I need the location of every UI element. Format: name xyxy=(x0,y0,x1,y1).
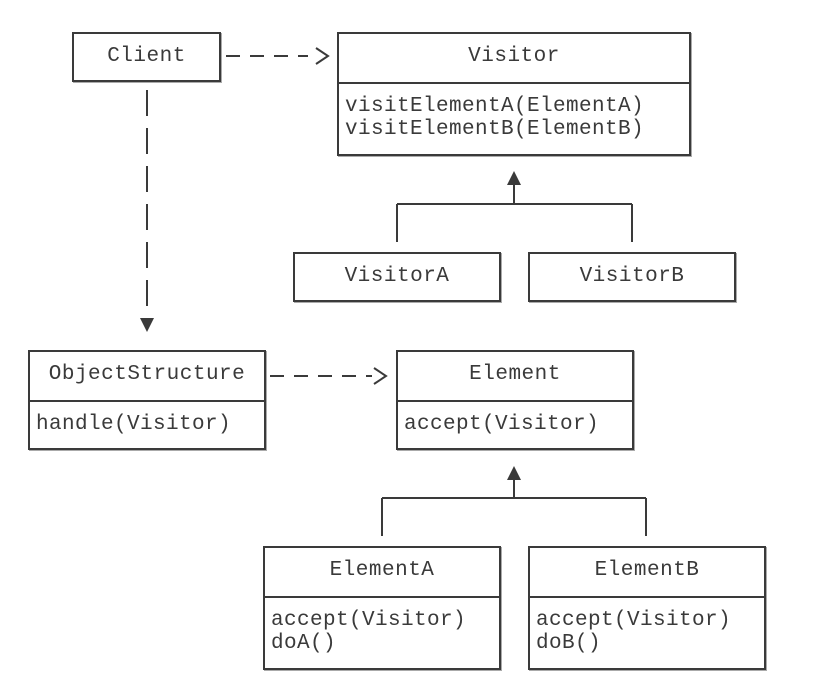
dependency-client-to-visitor xyxy=(226,47,330,65)
generalization-visitors-to-visitor xyxy=(396,171,633,242)
client-class-name: Client xyxy=(107,45,186,68)
elementb-method-dob: doB() xyxy=(536,632,602,655)
elementa-class-name: ElementA xyxy=(329,559,435,582)
elementb-methods: accept(Visitor) doB() xyxy=(530,596,764,668)
visitor-methods: visitElementA(ElementA) visitElementB(El… xyxy=(339,82,689,154)
visitora-class-box: VisitorA xyxy=(293,252,501,302)
visitorb-class-name: VisitorB xyxy=(579,265,685,288)
elementb-class-box: ElementB accept(Visitor) doB() xyxy=(528,546,766,670)
element-class-box: Element accept(Visitor) xyxy=(396,350,634,450)
dependency-client-to-objectstructure xyxy=(140,90,154,332)
dependency-objectstructure-to-element xyxy=(270,367,388,385)
objectstructure-class-box: ObjectStructure handle(Visitor) xyxy=(28,350,266,450)
generalization-elements-to-element xyxy=(381,466,647,536)
visitor-class-box: Visitor visitElementA(ElementA) visitEle… xyxy=(337,32,691,156)
objectstructure-method-handle: handle(Visitor) xyxy=(36,413,232,436)
visitor-class-name: Visitor xyxy=(468,45,560,68)
objectstructure-class-name: ObjectStructure xyxy=(48,363,246,386)
elementa-method-doa: doA() xyxy=(271,632,337,655)
visitor-method-visit-element-b: visitElementB(ElementB) xyxy=(345,118,645,141)
objectstructure-methods: handle(Visitor) xyxy=(30,400,264,448)
elementa-class-box: ElementA accept(Visitor) doA() xyxy=(263,546,501,670)
element-method-accept: accept(Visitor) xyxy=(404,413,600,436)
visitora-class-name: VisitorA xyxy=(344,265,450,288)
elementb-class-name: ElementB xyxy=(594,559,700,582)
visitorb-class-box: VisitorB xyxy=(528,252,736,302)
elementa-methods: accept(Visitor) doA() xyxy=(265,596,499,668)
element-class-name: Element xyxy=(469,363,561,386)
elementb-method-accept: accept(Visitor) xyxy=(536,609,732,632)
element-methods: accept(Visitor) xyxy=(398,400,632,448)
visitor-method-visit-element-a: visitElementA(ElementA) xyxy=(345,95,645,118)
client-class-box: Client xyxy=(72,32,221,82)
elementa-method-accept: accept(Visitor) xyxy=(271,609,467,632)
